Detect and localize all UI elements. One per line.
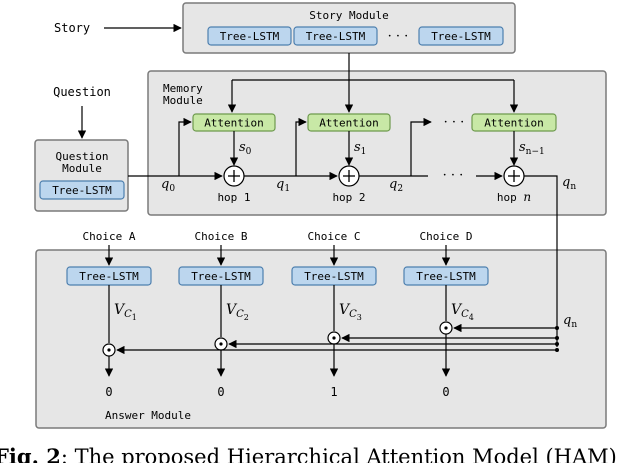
memory-module-box bbox=[147, 70, 607, 216]
choice-b-label: Choice B bbox=[195, 230, 248, 243]
story-ellipsis: · · · bbox=[388, 29, 409, 44]
choice-a-column: Choice A Tree-LSTM VC1 0 bbox=[66, 230, 152, 399]
choice-a-tree-lstm-label: Tree-LSTM bbox=[79, 270, 139, 283]
story-tree-lstm-2 bbox=[293, 26, 378, 46]
story-tree-lstm-n bbox=[418, 26, 504, 46]
question-input-label: Question bbox=[53, 85, 111, 99]
choice-c-output: 1 bbox=[330, 385, 337, 399]
choice-a-vector-label: VC1 bbox=[114, 302, 137, 322]
choice-a-label: Choice A bbox=[83, 230, 136, 243]
choice-b-tree-lstm-label: Tree-LSTM bbox=[191, 270, 251, 283]
choice-c-dot-node bbox=[327, 331, 341, 345]
question-module-title-line2: Module bbox=[62, 162, 102, 175]
story-tree-lstm-2-label: Tree-LSTM bbox=[306, 30, 366, 43]
choice-c-label: Choice C bbox=[308, 230, 361, 243]
memory-module-title-line1: Memory bbox=[163, 82, 203, 95]
score-sn-1: sn−1 bbox=[519, 140, 545, 157]
story-tree-lstm-1 bbox=[207, 26, 292, 46]
choice-d-label: Choice D bbox=[420, 230, 473, 243]
answer-qn-label: qn bbox=[563, 313, 577, 330]
query-q1: q1 bbox=[276, 177, 290, 194]
memory-module-title-line2: Module bbox=[163, 94, 203, 107]
hop-chain-ellipsis: · · · bbox=[443, 168, 464, 183]
story-module-title: Story Module bbox=[309, 9, 388, 22]
answer-module-box bbox=[35, 249, 607, 429]
q2-feedback-to-attention-dots bbox=[410, 117, 432, 176]
choice-c-vector-label: VC3 bbox=[339, 302, 362, 322]
qn-junction-4 bbox=[555, 348, 559, 352]
query-qn: qn bbox=[562, 175, 576, 192]
choice-d-dot-node bbox=[439, 321, 453, 335]
question-tree-lstm-label: Tree-LSTM bbox=[52, 184, 112, 197]
choice-b-output: 0 bbox=[217, 385, 224, 399]
attention-block-1-label: Attention bbox=[204, 117, 264, 130]
question-tree-lstm bbox=[39, 180, 125, 200]
hop-1-label: hop 1 bbox=[217, 191, 250, 204]
q1-feedback-to-attention-2 bbox=[295, 117, 307, 176]
query-q2: q2 bbox=[389, 177, 403, 194]
answer-module-title: Answer Module bbox=[105, 409, 191, 422]
choice-b-column: Choice B Tree-LSTM VC2 0 bbox=[178, 230, 264, 399]
qn-junction-2 bbox=[555, 336, 559, 340]
choice-b-dot-node bbox=[214, 337, 228, 351]
query-q0: q0 bbox=[161, 177, 175, 194]
attention-ellipsis: · · · bbox=[444, 115, 465, 130]
choice-c-column: Choice C Tree-LSTM VC3 1 bbox=[291, 230, 377, 399]
hop-n-label: hop n bbox=[497, 190, 531, 204]
choice-d-tree-lstm-label: Tree-LSTM bbox=[416, 270, 476, 283]
score-s1: s1 bbox=[354, 140, 366, 157]
story-tree-lstm-1-label: Tree-LSTM bbox=[220, 30, 280, 43]
score-s0: s0 bbox=[239, 140, 252, 157]
attention-block-2-label: Attention bbox=[319, 117, 379, 130]
hop-1-plus-node bbox=[223, 165, 245, 187]
question-module-title-line1: Question bbox=[56, 150, 109, 163]
hop-n-plus-node bbox=[503, 165, 525, 187]
choice-c-tree-lstm-label: Tree-LSTM bbox=[304, 270, 364, 283]
hop-2-label: hop 2 bbox=[332, 191, 365, 204]
story-tree-lstm-n-label: Tree-LSTM bbox=[431, 30, 491, 43]
choice-b-vector-label: VC2 bbox=[226, 302, 249, 322]
q0-feedback-to-attention-1 bbox=[178, 117, 192, 176]
qn-junction-3 bbox=[555, 342, 559, 346]
choice-d-output: 0 bbox=[442, 385, 449, 399]
qn-output-line bbox=[524, 175, 558, 347]
attention-block-n-label: Attention bbox=[484, 117, 544, 130]
choice-a-output: 0 bbox=[105, 385, 112, 399]
choice-a-dot-node bbox=[102, 343, 116, 357]
figure-caption: Fig. 2: The proposed Hierarchical Attent… bbox=[0, 444, 617, 463]
choice-d-vector-label: VC4 bbox=[451, 302, 474, 322]
story-input-label: Story bbox=[54, 21, 90, 35]
qn-junction-1 bbox=[555, 326, 559, 330]
choice-d-column: Choice D Tree-LSTM VC4 0 bbox=[403, 230, 489, 399]
hop-2-plus-node bbox=[338, 165, 360, 187]
